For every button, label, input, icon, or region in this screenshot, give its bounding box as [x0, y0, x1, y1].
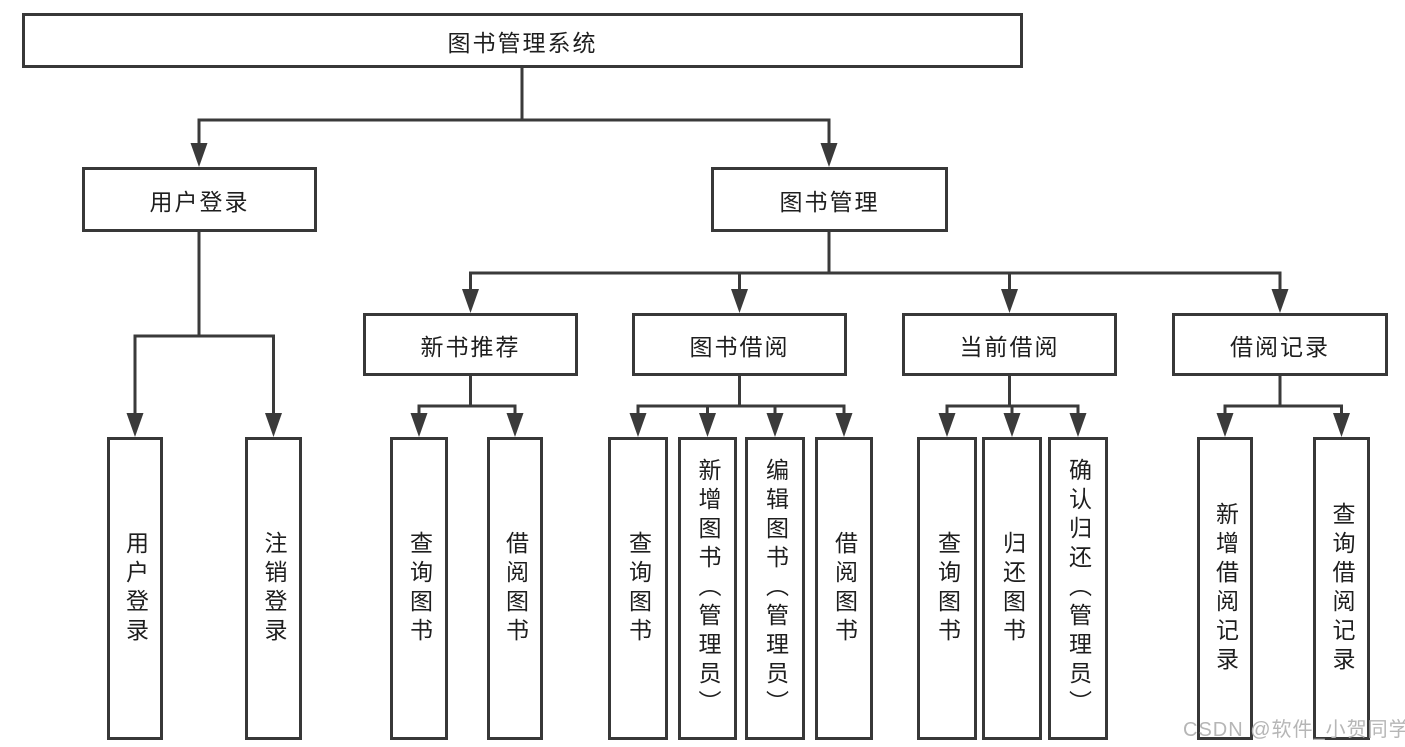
node-user-login-label: 用户登录	[149, 188, 250, 215]
leaf-add-books-admin: 新增图书（管理员）	[678, 437, 737, 740]
leaf-user-login-label: 用户登录	[122, 530, 149, 647]
node-book-management-label: 图书管理	[779, 188, 880, 215]
node-book-borrow-label: 图书借阅	[689, 333, 790, 360]
leaf-confirm-return-admin-label: 确认归还（管理员）	[1065, 458, 1092, 719]
leaf-add-books-admin-label: 新增图书（管理员）	[695, 458, 721, 719]
arrowhead-icon	[820, 143, 838, 167]
leaf-logout-label: 注销登录	[261, 530, 287, 647]
leaf-query-books-2-label: 查询图书	[625, 530, 652, 647]
node-user-login: 用户登录	[82, 167, 317, 232]
leaf-borrow-books-1-label: 借阅图书	[502, 530, 529, 647]
arrowhead-icon	[699, 413, 716, 437]
arrowhead-icon	[462, 289, 479, 313]
leaf-query-borrow-record: 查询借阅记录	[1313, 437, 1370, 740]
arrowhead-icon	[1001, 289, 1018, 313]
arrowhead-icon	[126, 413, 144, 437]
node-book-management: 图书管理	[711, 167, 948, 232]
arrowhead-icon	[190, 143, 208, 167]
leaf-edit-books-admin: 编辑图书（管理员）	[745, 437, 805, 740]
leaf-query-books-2: 查询图书	[608, 437, 668, 740]
node-current-borrow-label: 当前借阅	[959, 333, 1060, 360]
leaf-query-books-1-label: 查询图书	[406, 530, 433, 647]
leaf-add-borrow-record: 新增借阅记录	[1197, 437, 1253, 740]
node-current-borrow: 当前借阅	[902, 313, 1117, 376]
node-borrow-records: 借阅记录	[1172, 313, 1388, 376]
arrowhead-icon	[1216, 413, 1234, 437]
leaf-user-login: 用户登录	[107, 437, 163, 740]
node-new-book-recommend-label: 新书推荐	[420, 333, 521, 360]
node-root-label: 图书管理系统	[447, 29, 598, 56]
arrowhead-icon	[1003, 413, 1021, 437]
leaf-query-books-3-label: 查询图书	[934, 530, 961, 647]
arrowhead-icon	[1333, 413, 1350, 437]
watermark: CSDN @软件_小贺同学	[1183, 719, 1405, 741]
node-book-borrow: 图书借阅	[632, 313, 847, 376]
leaf-edit-books-admin-label: 编辑图书（管理员）	[762, 458, 789, 719]
leaf-query-books-3: 查询图书	[917, 437, 977, 740]
node-new-book-recommend: 新书推荐	[363, 313, 578, 376]
arrowhead-icon	[629, 413, 647, 437]
leaf-borrow-books-1: 借阅图书	[487, 437, 543, 740]
leaf-logout: 注销登录	[245, 437, 302, 740]
leaf-query-borrow-record-label: 查询借阅记录	[1329, 501, 1355, 676]
arrowhead-icon	[265, 413, 282, 437]
arrowhead-icon	[506, 413, 524, 437]
arrowhead-icon	[1271, 289, 1289, 313]
arrowhead-icon	[410, 413, 428, 437]
leaf-borrow-books-2-label: 借阅图书	[831, 530, 858, 647]
leaf-confirm-return-admin: 确认归还（管理员）	[1048, 437, 1108, 740]
arrowhead-icon	[835, 413, 853, 437]
arrowhead-icon	[938, 413, 956, 437]
leaf-borrow-books-2: 借阅图书	[815, 437, 873, 740]
leaf-add-borrow-record-label: 新增借阅记录	[1212, 501, 1239, 676]
leaf-return-books: 归还图书	[982, 437, 1042, 740]
arrowhead-icon	[731, 289, 748, 313]
node-root: 图书管理系统	[22, 13, 1023, 68]
leaf-query-books-1: 查询图书	[390, 437, 448, 740]
node-borrow-records-label: 借阅记录	[1230, 333, 1330, 360]
leaf-return-books-label: 归还图书	[999, 530, 1026, 647]
arrowhead-icon	[766, 413, 784, 437]
arrowhead-icon	[1069, 413, 1087, 437]
